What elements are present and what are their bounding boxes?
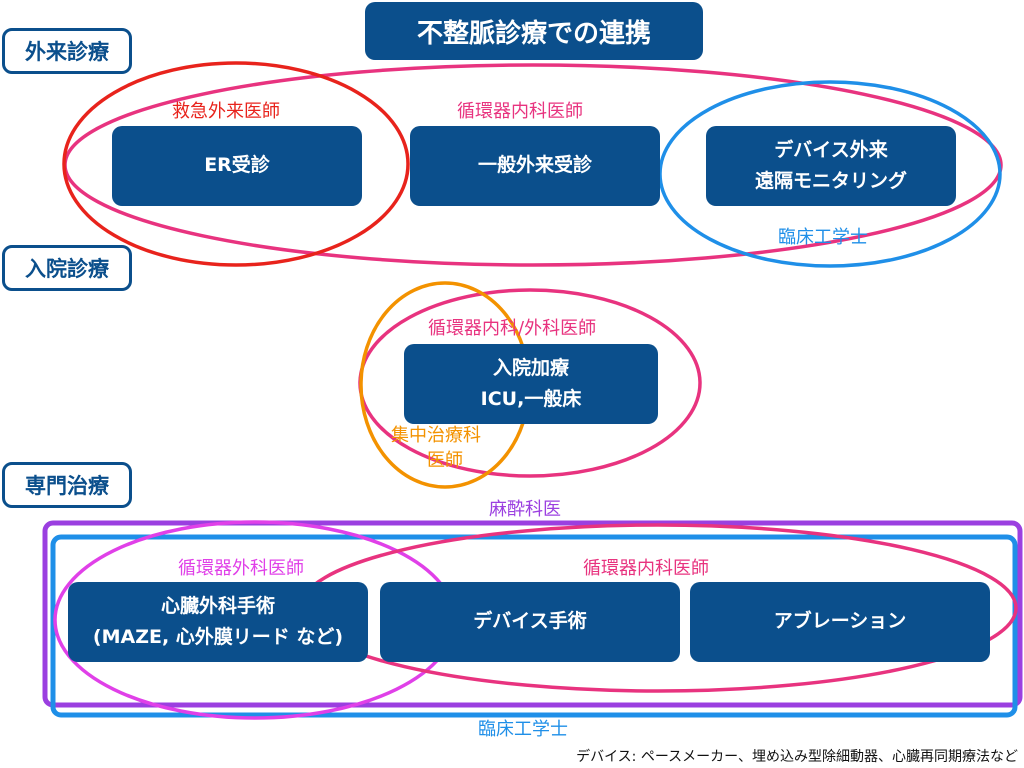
node-general-outpatient: 一般外来受診 (410, 126, 660, 206)
footnote: デバイス: ペースメーカー、埋め込み型除細動器、心臓再同期療法など (576, 749, 1018, 765)
node-cardiac-surgery-line2: (MAZE, 心外膜リード など) (92, 626, 344, 648)
clinical-engineer-outpatient-ellipse (658, 80, 1002, 268)
role-anesthesiologist: 麻酔科医 (489, 499, 561, 520)
section-inpatient: 入院診療 (2, 245, 132, 291)
anesthesia-rect (42, 520, 1023, 708)
role-clinical-engineer-specialized: 臨床工学士 (478, 719, 568, 740)
node-inpatient-line2: ICU,一般床 (480, 388, 582, 410)
node-inpatient: 入院加療 ICU,一般床 (404, 344, 658, 424)
clinical-engineer-specialized-rect (50, 534, 1018, 718)
node-cardiac-surgery: 心臓外科手術 (MAZE, 心外膜リード など) (68, 582, 368, 662)
node-er-visit-label: ER受診 (204, 154, 270, 177)
diagram-title: 不整脈診療での連携 (365, 2, 703, 60)
role-cardiac-surgeon: 循環器外科医師 (178, 558, 304, 579)
node-ablation: アブレーション (690, 582, 990, 662)
role-intensive-care-line1: 集中治療科 (391, 425, 481, 446)
node-ablation-label: アブレーション (773, 610, 907, 633)
role-cardiologist-specialized: 循環器内科医師 (583, 558, 709, 579)
node-device-outpatient-line2: 遠隔モニタリング (754, 170, 907, 192)
node-general-outpatient-label: 一般外来受診 (477, 154, 592, 177)
emergency-ellipse (62, 61, 410, 267)
section-specialized: 専門治療 (2, 462, 132, 508)
node-device-outpatient: デバイス外来 遠隔モニタリング (706, 126, 956, 206)
role-intensive-care-line2: 医師 (427, 450, 463, 471)
node-device-outpatient-line1: デバイス外来 (774, 138, 888, 161)
role-clinical-engineer-outpatient: 臨床工学士 (778, 227, 868, 248)
role-emergency-physician: 救急外来医師 (172, 101, 280, 122)
node-device-surgery-label: デバイス手術 (473, 610, 587, 633)
role-cardiologist-outpatient: 循環器内科医師 (457, 101, 583, 122)
node-inpatient-line1: 入院加療 (492, 356, 569, 379)
role-cardio-medical-surgical: 循環器内科/外科医師 (428, 318, 597, 339)
section-outpatient: 外来診療 (2, 28, 132, 74)
node-cardiac-surgery-line1: 心臓外科手術 (160, 594, 275, 617)
node-device-surgery: デバイス手術 (380, 582, 680, 662)
node-er-visit: ER受診 (112, 126, 362, 206)
